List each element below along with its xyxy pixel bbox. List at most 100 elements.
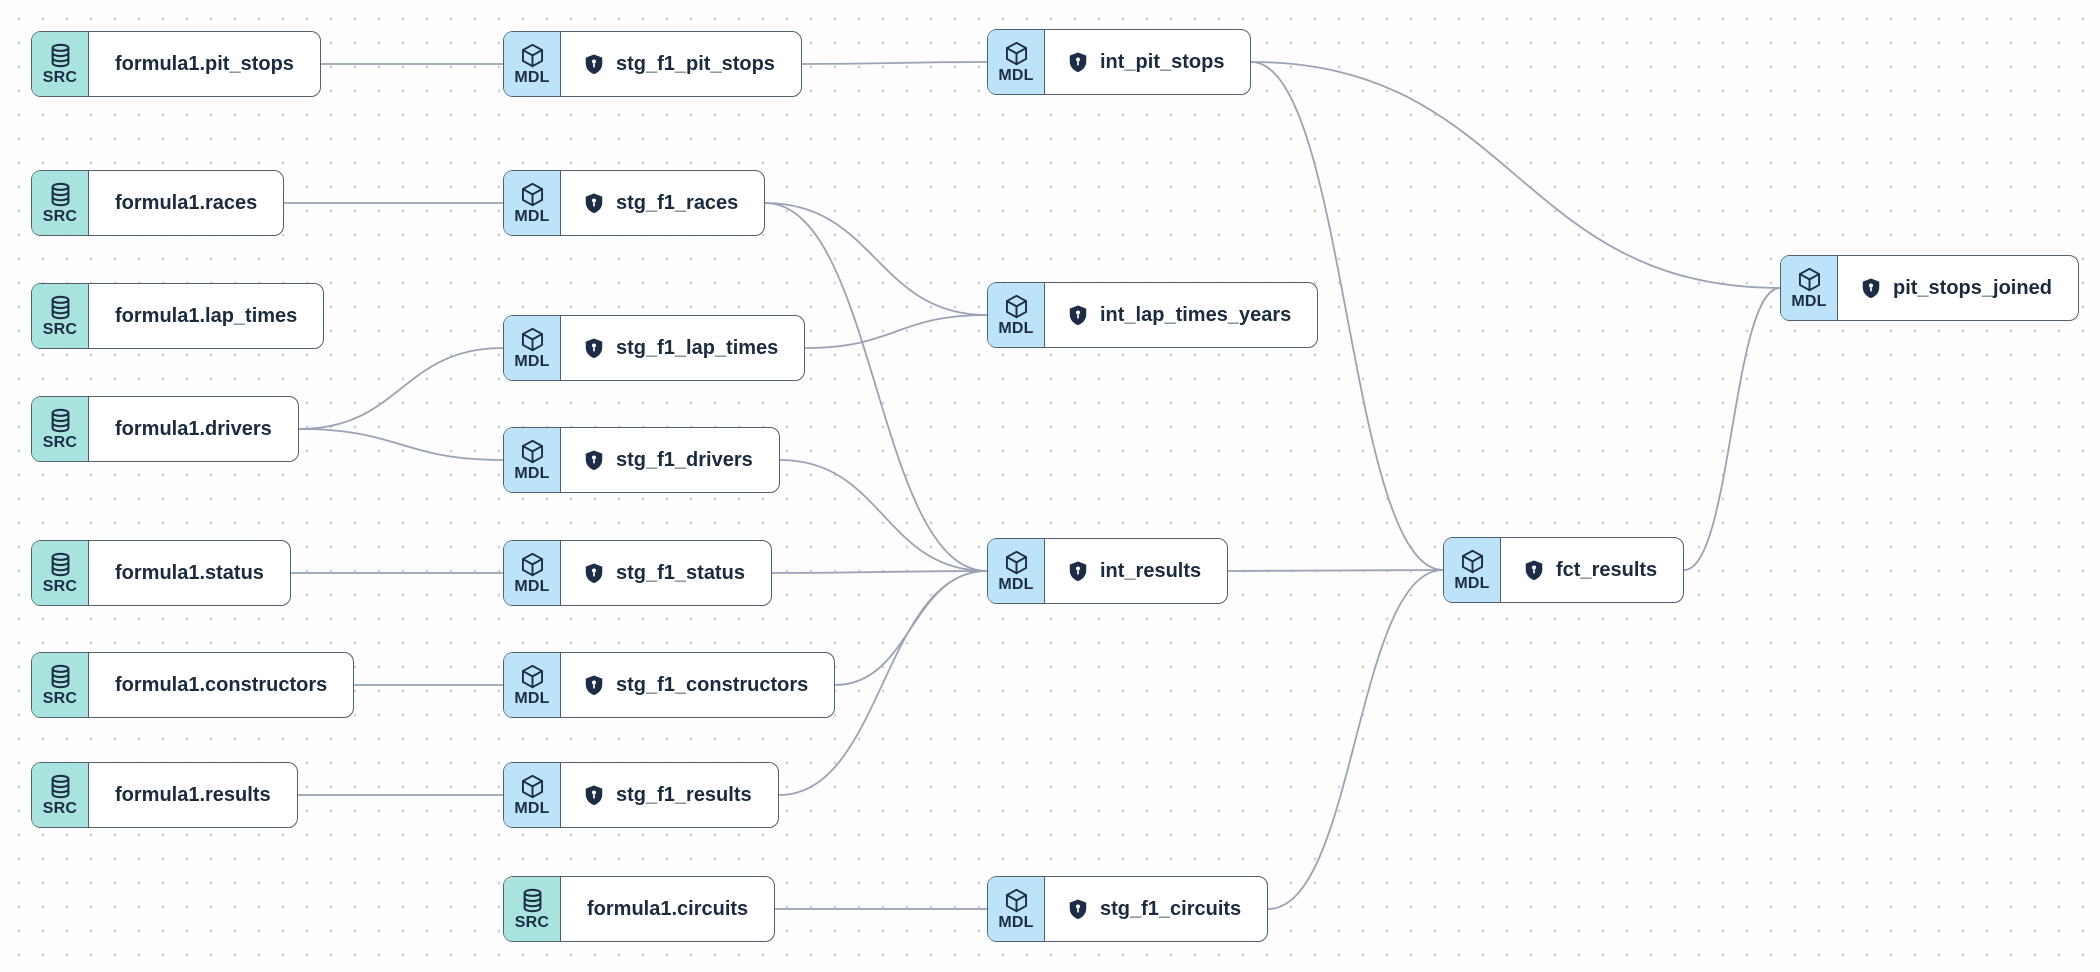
lineage-node-src-circuits[interactable]: SRC formula1.circuits bbox=[503, 876, 776, 942]
shield-icon bbox=[583, 337, 605, 359]
lineage-node-fct-results[interactable]: MDL fct_results bbox=[1443, 537, 1685, 603]
edge-stg_f1_races-to-int_lap_times_years bbox=[764, 202, 988, 316]
edge-src_drivers-to-stg_f1_lap_times bbox=[298, 347, 504, 430]
cube-icon bbox=[519, 551, 546, 578]
node-label: formula1.pit_stops bbox=[115, 53, 294, 75]
edge-int_pit_stops-to-pit_stops_joined bbox=[1250, 61, 1781, 289]
cube-icon bbox=[1796, 266, 1823, 293]
lineage-node-stg-f1-status[interactable]: MDL stg_f1_status bbox=[503, 540, 772, 606]
node-label: formula1.results bbox=[115, 784, 271, 806]
lineage-node-src-status[interactable]: SRC formula1.status bbox=[31, 540, 291, 606]
lineage-node-src-constructors[interactable]: SRC formula1.constructors bbox=[31, 652, 355, 718]
node-label: stg_f1_lap_times bbox=[616, 337, 779, 359]
lineage-node-stg-f1-constructors[interactable]: MDL stg_f1_constructors bbox=[503, 652, 836, 718]
lineage-node-src-drivers[interactable]: SRC formula1.drivers bbox=[31, 396, 299, 462]
node-type-label: SRC bbox=[42, 578, 78, 595]
node-type-badge: MDL bbox=[1781, 256, 1838, 320]
node-label: int_pit_stops bbox=[1100, 51, 1225, 73]
edge-stg_f1_results-to-int_results bbox=[778, 570, 988, 796]
node-type-badge: SRC bbox=[32, 397, 89, 461]
node-label: formula1.races bbox=[115, 192, 258, 214]
cube-icon bbox=[1003, 293, 1030, 320]
node-type-badge: MDL bbox=[988, 30, 1045, 94]
node-type-label: SRC bbox=[42, 321, 78, 338]
database-icon bbox=[47, 181, 74, 208]
node-type-badge: MDL bbox=[988, 283, 1045, 347]
node-label: pit_stops_joined bbox=[1893, 277, 2052, 299]
node-label: stg_f1_pit_stops bbox=[616, 53, 775, 75]
lineage-node-src-lap-times[interactable]: SRC formula1.lap_times bbox=[31, 283, 325, 349]
shield-icon bbox=[1523, 559, 1545, 581]
node-label: formula1.status bbox=[115, 562, 264, 584]
node-type-label: MDL bbox=[998, 67, 1034, 84]
shield-icon bbox=[583, 562, 605, 584]
node-type-badge: MDL bbox=[504, 541, 561, 605]
shield-icon bbox=[583, 784, 605, 806]
node-type-label: MDL bbox=[514, 465, 550, 482]
cube-icon bbox=[519, 773, 546, 800]
node-label: int_results bbox=[1100, 560, 1202, 582]
node-type-badge: MDL bbox=[504, 428, 561, 492]
node-label: fct_results bbox=[1556, 559, 1658, 581]
node-type-label: MDL bbox=[998, 914, 1034, 931]
edge-stg_f1_races-to-int_results bbox=[764, 202, 988, 572]
lineage-node-int-pit-stops[interactable]: MDL int_pit_stops bbox=[987, 29, 1252, 95]
cube-icon bbox=[519, 663, 546, 690]
node-type-label: SRC bbox=[514, 914, 550, 931]
lineage-node-stg-f1-pit-stops[interactable]: MDL stg_f1_pit_stops bbox=[503, 31, 802, 97]
node-type-label: MDL bbox=[1791, 293, 1827, 310]
edge-int_pit_stops-to-fct_results bbox=[1250, 61, 1444, 571]
lineage-node-stg-f1-drivers[interactable]: MDL stg_f1_drivers bbox=[503, 427, 780, 493]
shield-icon bbox=[1067, 51, 1089, 73]
node-label: int_lap_times_years bbox=[1100, 304, 1292, 326]
lineage-node-src-races[interactable]: SRC formula1.races bbox=[31, 170, 285, 236]
node-type-label: MDL bbox=[514, 208, 550, 225]
edge-src_drivers-to-stg_f1_drivers bbox=[298, 428, 504, 461]
lineage-node-stg-f1-races[interactable]: MDL stg_f1_races bbox=[503, 170, 766, 236]
node-type-badge: MDL bbox=[988, 539, 1045, 603]
lineage-node-src-pit-stops[interactable]: SRC formula1.pit_stops bbox=[31, 31, 321, 97]
lineage-node-int-lap-times-years[interactable]: MDL int_lap_times_years bbox=[987, 282, 1319, 348]
edge-fct_results-to-pit_stops_joined bbox=[1683, 287, 1781, 571]
node-label: stg_f1_races bbox=[616, 192, 739, 214]
node-label: formula1.constructors bbox=[115, 674, 328, 696]
shield-icon bbox=[1067, 898, 1089, 920]
node-type-badge: SRC bbox=[32, 763, 89, 827]
cube-icon bbox=[1003, 40, 1030, 67]
lineage-node-int-results[interactable]: MDL int_results bbox=[987, 538, 1229, 604]
lineage-node-src-results[interactable]: SRC formula1.results bbox=[31, 762, 298, 828]
node-label: formula1.drivers bbox=[115, 418, 272, 440]
node-type-badge: MDL bbox=[504, 316, 561, 380]
shield-icon bbox=[583, 674, 605, 696]
node-label: stg_f1_results bbox=[616, 784, 752, 806]
shield-icon bbox=[1067, 304, 1089, 326]
shield-icon bbox=[583, 192, 605, 214]
node-type-badge: SRC bbox=[32, 653, 89, 717]
node-type-label: SRC bbox=[42, 69, 78, 86]
node-type-badge: SRC bbox=[32, 32, 89, 96]
node-type-badge: MDL bbox=[504, 171, 561, 235]
node-type-label: SRC bbox=[42, 434, 78, 451]
lineage-node-stg-f1-circuits[interactable]: MDL stg_f1_circuits bbox=[987, 876, 1269, 942]
node-type-badge: MDL bbox=[1444, 538, 1501, 602]
edge-stg_f1_status-to-int_results bbox=[771, 570, 988, 574]
lineage-node-pit-stops-joined[interactable]: MDL pit_stops_joined bbox=[1780, 255, 2079, 321]
shield-icon bbox=[583, 449, 605, 471]
node-label: formula1.lap_times bbox=[115, 305, 298, 327]
shield-icon bbox=[1067, 560, 1089, 582]
shield-icon bbox=[1860, 277, 1882, 299]
edge-stg_f1_circuits-to-fct_results bbox=[1267, 569, 1444, 910]
database-icon bbox=[47, 773, 74, 800]
node-type-badge: SRC bbox=[32, 541, 89, 605]
node-type-label: MDL bbox=[514, 800, 550, 817]
node-type-label: SRC bbox=[42, 208, 78, 225]
edge-stg_f1_lap_times-to-int_lap_times_years bbox=[804, 314, 988, 349]
node-type-label: MDL bbox=[514, 353, 550, 370]
lineage-node-stg-f1-lap-times[interactable]: MDL stg_f1_lap_times bbox=[503, 315, 806, 381]
cube-icon bbox=[1459, 548, 1486, 575]
node-type-badge: MDL bbox=[504, 32, 561, 96]
lineage-node-stg-f1-results[interactable]: MDL stg_f1_results bbox=[503, 762, 779, 828]
cube-icon bbox=[519, 438, 546, 465]
